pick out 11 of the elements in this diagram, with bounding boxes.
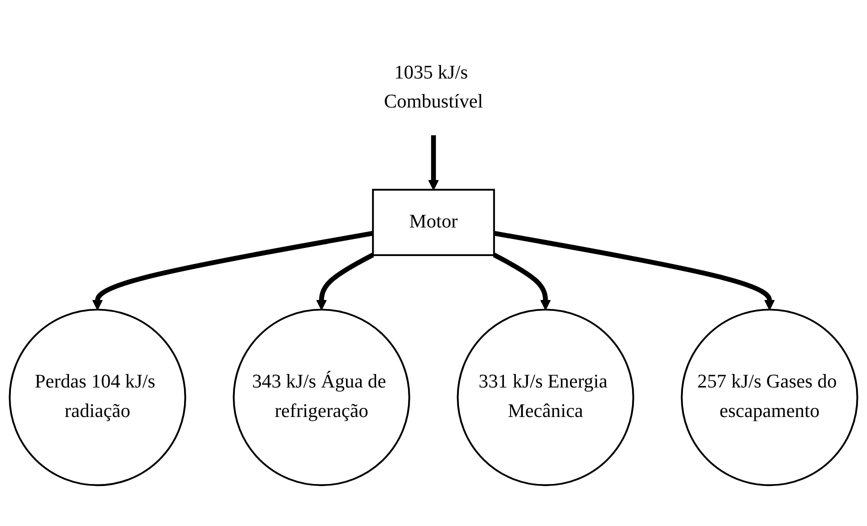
arrow [92, 230, 374, 310]
node-circle: 343 kJ/s Água de refrigeração [232, 308, 410, 486]
node-text: 1035 kJ/s Combustível [384, 62, 484, 112]
node-box: Motor [372, 188, 495, 256]
arrow [494, 230, 775, 310]
node-circle: Perdas 104 kJ/s radiação [8, 308, 186, 486]
node-circle: 257 kJ/s Gases do escapamento [680, 308, 858, 486]
arrow [492, 252, 551, 310]
arrow [428, 135, 439, 190]
arrow [316, 252, 374, 310]
node-circle: 331 kJ/s Energia Mecânica [456, 308, 634, 486]
